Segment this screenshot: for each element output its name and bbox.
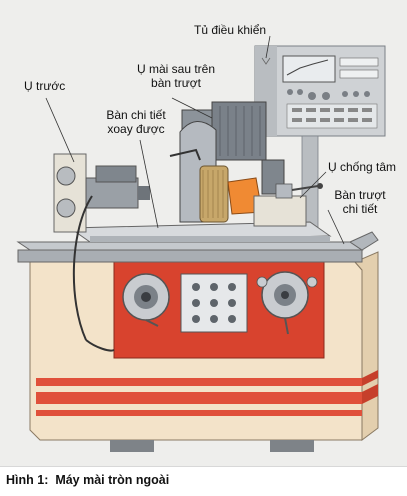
rear-spindle-label: Ụ mài sau trên bàn trượt — [120, 62, 232, 90]
front-control-panel — [113, 261, 325, 359]
tailstock-label: Ụ chống tâm — [328, 160, 397, 174]
tailstock — [253, 183, 323, 227]
rotary-table-label: Bàn chi tiết xoay được — [92, 108, 180, 136]
slide-table-label: Bàn trượt chi tiết — [320, 188, 400, 216]
rear-spindle-label-line1: Ụ mài sau trên — [136, 62, 216, 76]
leader-lines — [45, 35, 345, 245]
figure-caption-text: Hình 1: Máy mài tròn ngoài — [6, 473, 169, 487]
rear-spindle-label-line2: bàn trượt — [151, 76, 201, 90]
slide-table-label-line1: Bàn trượt — [334, 188, 386, 202]
caption-title: Máy mài tròn ngoài — [55, 473, 170, 487]
headstock-label: Ụ trước — [24, 79, 66, 93]
control-cabinet-label: Tủ điều khiển — [194, 23, 267, 37]
rotary-table-label-line1: Bàn chi tiết — [106, 108, 166, 122]
slide-table — [16, 221, 379, 263]
caption-label: Hình 1: — [6, 473, 49, 487]
rear-grinding-spindle — [169, 101, 285, 223]
headstock — [53, 153, 150, 352]
figure-caption: Hình 1: Máy mài tròn ngoài — [0, 466, 407, 496]
rotary-table-label-line2: xoay được — [107, 122, 165, 136]
slide-table-label-line2: chi tiết — [342, 202, 378, 216]
